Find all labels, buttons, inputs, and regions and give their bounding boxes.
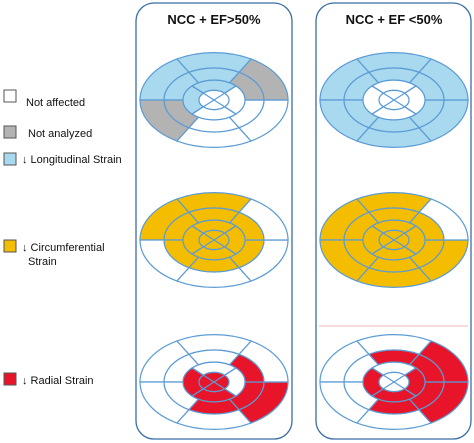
legend-label-circumferential-line2: Strain	[28, 256, 57, 268]
legend-label-not-affected: Not affected	[26, 97, 85, 109]
bullseye-longitudinal-ef-preserved	[139, 52, 289, 148]
legend-label-circumferential: ↓ Circumferential	[22, 242, 105, 254]
legend-swatch-not-affected	[3, 89, 17, 103]
column-title-ef-reduced: NCC + EF <50%	[346, 12, 443, 27]
column-title-ef-preserved: NCC + EF>50%	[167, 12, 261, 27]
legend-swatch-radial	[3, 372, 17, 386]
divider-line	[191, 85, 237, 115]
legend-label-radial: ↓ Radial Strain	[22, 375, 94, 387]
legend-swatch-not-analyzed	[3, 125, 17, 139]
bullseye-circumferential-ef-reduced	[319, 192, 469, 288]
divider-line	[191, 225, 237, 255]
divider-line	[371, 367, 417, 397]
divider-line	[371, 85, 417, 115]
legend-label-longitudinal: ↓ Longitudinal Strain	[22, 154, 122, 166]
legend-swatch-circumferential	[3, 239, 17, 253]
legend: Not affected Not analyzed ↓ Longitudinal…	[3, 89, 122, 387]
panel-ef-reduced	[315, 2, 472, 440]
divider-line	[371, 225, 417, 255]
bullseye-circumferential-ef-preserved	[139, 192, 289, 288]
bullseye-longitudinal-ef-reduced	[319, 52, 469, 148]
bullseye-radial-ef-preserved	[139, 334, 289, 430]
panel-ef-preserved	[135, 2, 293, 440]
bullseye-radial-ef-reduced	[319, 334, 469, 430]
divider-line	[191, 367, 237, 397]
legend-label-not-analyzed: Not analyzed	[28, 128, 92, 140]
legend-swatch-longitudinal	[3, 152, 17, 166]
